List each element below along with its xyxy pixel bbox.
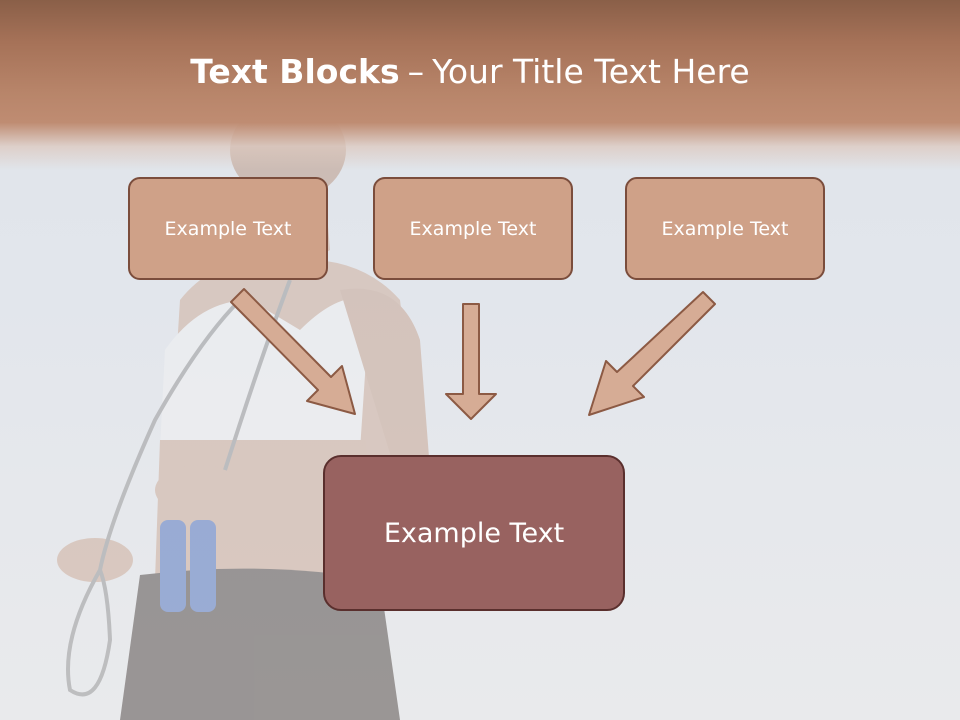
title-dash: – — [407, 52, 425, 91]
title-rest: Your Title Text Here — [432, 52, 750, 91]
arrow-left-icon — [230, 288, 356, 415]
arrow-right-icon — [588, 291, 716, 416]
title-bold: Text Blocks — [190, 52, 400, 91]
bottom-box: Example Text — [323, 455, 625, 611]
header-band — [0, 0, 960, 170]
arrow-center-icon — [445, 303, 497, 420]
top-box-left: Example Text — [128, 177, 328, 280]
top-box-right: Example Text — [625, 177, 825, 280]
slide-title: Text Blocks–Your Title Text Here — [0, 52, 940, 91]
top-box-center: Example Text — [373, 177, 573, 280]
